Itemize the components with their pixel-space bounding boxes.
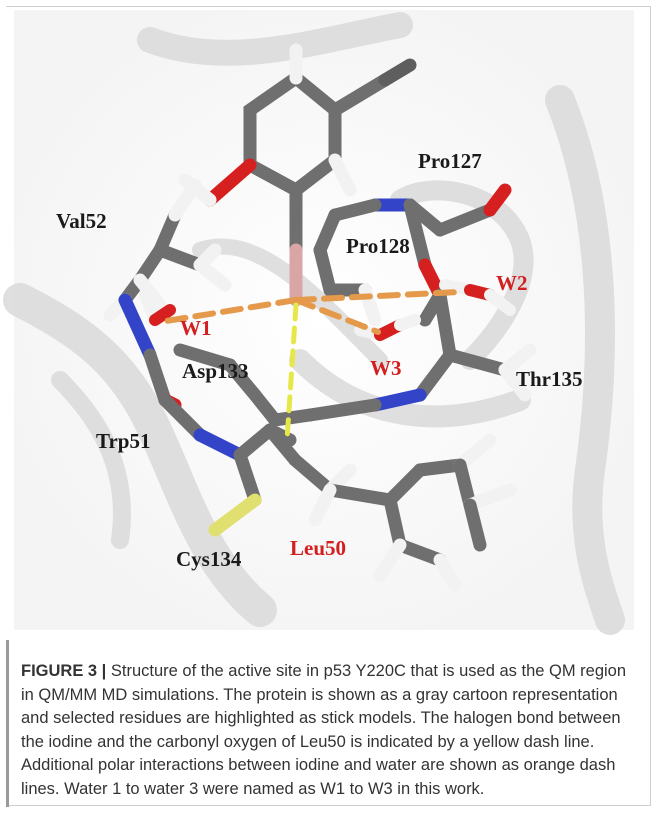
protein-cartoon (3, 12, 625, 635)
label-w1: W1 (180, 316, 212, 340)
figure-frame (6, 6, 651, 806)
figure-caption: FIGURE 3 | Structure of the active site … (21, 660, 631, 801)
polar-interaction-lines (157, 289, 463, 335)
figure-label: FIGURE 3 | (21, 662, 107, 680)
caption-text: Structure of the active site in p53 Y220… (21, 662, 627, 798)
label-pro128: Pro128 (346, 234, 410, 258)
asp133-trp51-leu50-cys134-sticks (118, 293, 517, 592)
thr135-sticks (368, 288, 537, 412)
label-thr135: Thr135 (516, 367, 583, 391)
label-leu50: Leu50 (290, 536, 346, 560)
label-w2: W2 (496, 271, 528, 295)
label-cys134: Cys134 (176, 547, 242, 571)
label-asp133: Asp133 (182, 359, 249, 383)
label-pro127: Pro127 (418, 149, 482, 173)
label-w3: W3 (370, 356, 402, 380)
molecular-structure-image: Pro127 Val52 Pro128 W2 W1 Asp133 W3 Thr1… (3, 10, 634, 635)
halogen-bond-line (284, 302, 299, 443)
label-val52: Val52 (56, 209, 107, 233)
water-molecules (139, 279, 516, 341)
label-trp51: Trp51 (96, 429, 150, 453)
pro127-pro128-sticks (313, 183, 512, 327)
caption-accent-bar (6, 640, 9, 807)
